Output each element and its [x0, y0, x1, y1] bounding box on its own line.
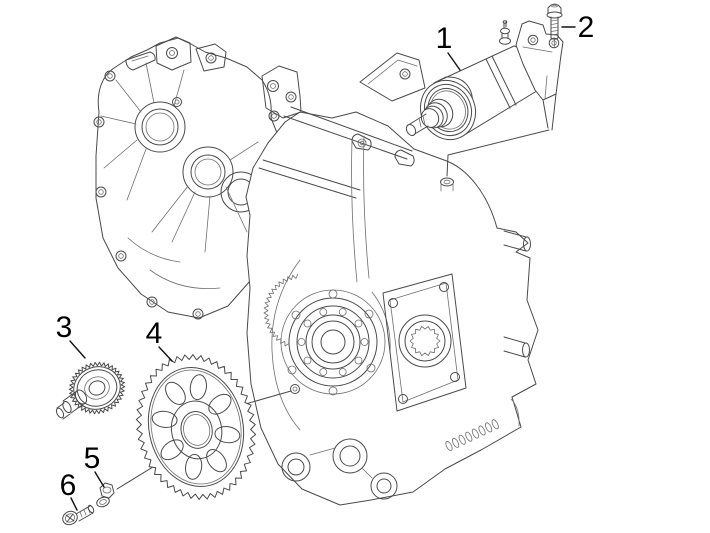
- ring-gear: [135, 354, 257, 500]
- callout-1: 1: [436, 22, 453, 55]
- mount-bosses: [281, 438, 398, 500]
- leader-3: [69, 340, 86, 359]
- callout-5: 5: [84, 442, 101, 475]
- side-flange-plate: [382, 273, 467, 412]
- callouts: 1 2 3 4 5 6: [56, 11, 595, 511]
- starter-motor: [405, 20, 564, 141]
- leader-4: [158, 346, 173, 362]
- starter-bracket: [515, 20, 564, 131]
- callout-2: 2: [578, 11, 595, 44]
- callout-3: 3: [56, 311, 73, 344]
- screw: [62, 504, 95, 526]
- crankcase-half: [245, 52, 550, 506]
- leader-5: [94, 471, 105, 488]
- idler-gear: [55, 361, 126, 420]
- leader-6: [70, 497, 78, 511]
- flange-bolt: [546, 3, 563, 48]
- callout-6: 6: [60, 469, 77, 502]
- crankcase-cover: [93, 36, 288, 320]
- cooling-fins: [445, 419, 499, 451]
- callout-4: 4: [146, 317, 163, 350]
- phillips-slot-icon: [65, 513, 75, 523]
- idler-gear-shaft: [55, 389, 88, 420]
- leader-1: [447, 52, 461, 71]
- nut: [96, 482, 115, 508]
- dowel-pins: [503, 230, 531, 358]
- internal-gear-teeth: [263, 273, 299, 349]
